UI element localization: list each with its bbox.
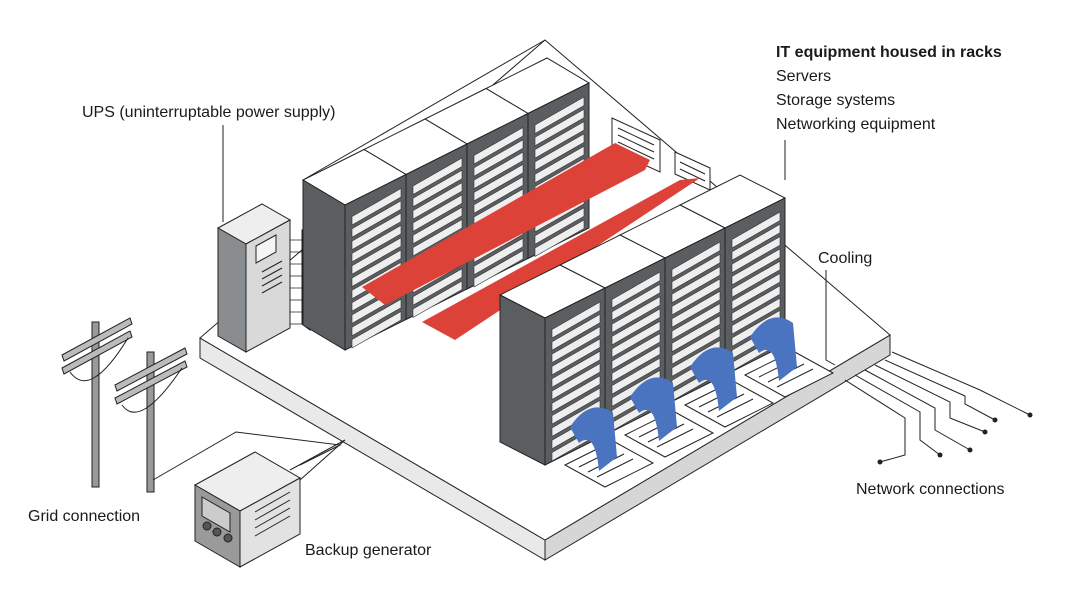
server-unit [551, 362, 601, 401]
server-unit [671, 290, 721, 328]
server-unit [473, 151, 524, 190]
server-unit [611, 271, 661, 309]
server-unit [611, 283, 661, 321]
server-unit [611, 345, 661, 383]
it-item-servers: Servers [776, 68, 832, 85]
cool-air-flows [570, 317, 797, 471]
server-unit [412, 268, 463, 306]
server-unit [534, 121, 585, 159]
ups-cabinet [216, 203, 292, 353]
server-unit [551, 301, 601, 339]
backup-generator [193, 451, 302, 568]
server-unit [731, 223, 781, 261]
server-unit [412, 280, 463, 319]
server-unit [551, 387, 601, 425]
cool-air-flow [630, 377, 677, 441]
ups-label: UPS (uninterruptable power supply) [82, 104, 336, 121]
server-unit [551, 313, 601, 351]
server-rack [498, 264, 607, 466]
server-unit [351, 212, 402, 251]
cool-air-flow [690, 347, 737, 411]
server-unit [731, 260, 781, 298]
it-item-networking: Networking equipment [776, 116, 936, 133]
rack-side [499, 294, 546, 466]
server-unit [534, 207, 585, 245]
it-equipment-title: IT equipment housed in racks [776, 44, 1002, 61]
rack-front [405, 143, 468, 321]
server-unit [731, 285, 781, 323]
network-connections [844, 351, 1031, 463]
server-unit [671, 266, 721, 304]
rack-side [302, 179, 346, 351]
server-unit [412, 194, 463, 232]
server-unit [351, 237, 402, 275]
floor-cooling-vents [563, 350, 835, 488]
wall-vents [611, 117, 711, 191]
server-unit [412, 218, 463, 257]
server-unit [351, 310, 402, 349]
cooling-label: Cooling [818, 250, 873, 267]
server-unit [551, 375, 601, 413]
leader-lines [222, 125, 836, 366]
network-connector-dots [877, 412, 1033, 465]
server-unit [534, 96, 585, 135]
server-unit [611, 308, 661, 346]
server-unit [611, 357, 661, 395]
server-unit [351, 187, 402, 226]
server-unit [731, 236, 781, 274]
server-unit [671, 302, 721, 341]
server-unit [671, 278, 721, 316]
server-unit [412, 157, 463, 196]
server-unit [551, 338, 601, 376]
vent-slat [596, 458, 634, 478]
server-unit [351, 224, 402, 263]
server-unit [671, 241, 721, 279]
server-unit [473, 176, 524, 214]
server-rack [301, 148, 408, 351]
vent-slat [716, 398, 754, 418]
server-unit [534, 145, 585, 184]
server-unit [412, 182, 463, 220]
vent-slat [776, 368, 814, 388]
server-unit [611, 296, 661, 334]
server-unit [611, 332, 661, 371]
server-unit [351, 249, 402, 288]
backup-generator-label: Backup generator [305, 542, 432, 559]
server-unit [731, 272, 781, 311]
server-unit [731, 248, 781, 286]
server-unit [473, 126, 524, 165]
server-unit [551, 326, 601, 364]
vent-slat [656, 428, 694, 448]
server-unit [412, 169, 463, 208]
server-unit [473, 139, 524, 177]
server-unit [534, 133, 585, 171]
hot-air-stream [362, 143, 650, 305]
server-unit [551, 350, 601, 388]
server-unit [731, 297, 781, 335]
server-unit [534, 219, 585, 258]
server-unit [473, 163, 524, 202]
it-item-storage: Storage systems [776, 92, 896, 109]
server-unit [351, 200, 402, 238]
server-unit [412, 206, 463, 245]
server-unit [671, 315, 721, 353]
grid-power-poles [61, 317, 188, 493]
server-unit [534, 108, 585, 147]
server-unit [611, 320, 661, 358]
server-unit [671, 253, 721, 291]
server-unit [473, 237, 524, 276]
server-unit [473, 249, 524, 288]
hot-air-stream [422, 178, 700, 340]
network-connections-label: Network connections [856, 481, 1005, 498]
cool-air-flow [750, 317, 797, 381]
cool-air-flow [570, 407, 617, 471]
grid-connection-label: Grid connection [28, 508, 141, 525]
server-unit [351, 298, 402, 337]
rack-front [344, 173, 407, 351]
server-unit [731, 211, 781, 249]
server-unit [671, 327, 721, 365]
grid-cable [152, 431, 342, 481]
